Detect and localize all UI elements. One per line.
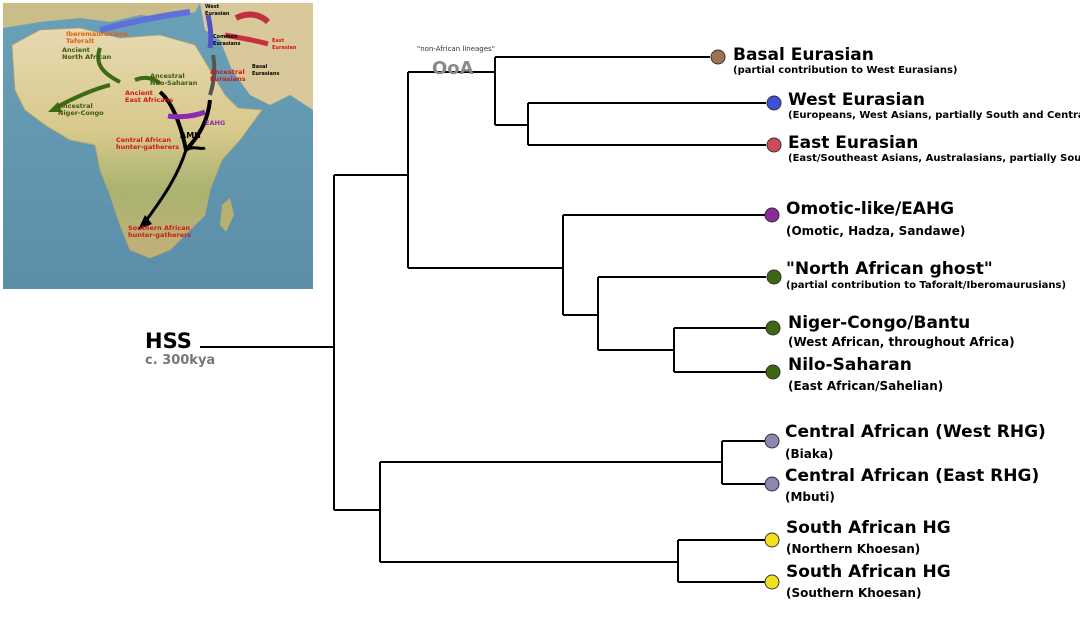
leaf-name: South African HG — [786, 518, 951, 538]
map-arabia — [200, 3, 313, 110]
leaf-name: East Eurasian — [788, 133, 918, 153]
leaf-marker — [766, 137, 782, 153]
leaf-marker — [710, 49, 726, 65]
ooa-note: "non-African lineages" — [417, 45, 495, 53]
leaves: Basal Eurasian(partial contribution to W… — [710, 45, 1080, 600]
leaf-subtitle: (partial contribution to Taforalt/Iberom… — [786, 280, 1066, 291]
leaf-marker — [764, 207, 780, 223]
leaf-subtitle: (East African/Sahelian) — [788, 379, 943, 393]
leaf-name: "North African ghost" — [786, 259, 993, 279]
leaf-name: Omotic-like/EAHG — [786, 199, 954, 219]
leaf-subtitle: (Biaka) — [785, 447, 833, 461]
leaf-name: Central African (West RHG) — [785, 422, 1046, 442]
leaf-marker — [764, 574, 780, 590]
leaf-name: South African HG — [786, 562, 951, 582]
leaf-subtitle: (East/Southeast Asians, Australasians, p… — [788, 153, 1080, 164]
map-label-amh: AMH — [180, 131, 201, 140]
map-europe — [3, 3, 200, 28]
leaf-marker — [764, 532, 780, 548]
leaf-marker — [764, 433, 780, 449]
leaf-subtitle: (partial contribution to West Eurasians) — [733, 65, 958, 76]
leaf-name: Basal Eurasian — [733, 45, 874, 65]
root-label: HSS — [145, 329, 192, 353]
leaf-marker — [766, 269, 782, 285]
leaf-subtitle: (Southern Khoesan) — [786, 586, 921, 600]
leaf-marker — [765, 320, 781, 336]
ooa-label: OoA — [432, 58, 474, 79]
leaf-subtitle: (West African, throughout Africa) — [788, 335, 1015, 349]
leaf-marker — [764, 476, 780, 492]
map-madagascar — [220, 198, 234, 232]
leaf-marker — [766, 95, 782, 111]
leaf-subtitle: (Omotic, Hadza, Sandawe) — [786, 224, 965, 238]
root-date: c. 300kya — [145, 353, 215, 368]
leaf-subtitle: (Europeans, West Asians, partially South… — [788, 110, 1080, 121]
leaf-name: Nilo-Saharan — [788, 355, 912, 375]
leaf-name: West Eurasian — [788, 90, 925, 110]
leaf-subtitle: (Northern Khoesan) — [786, 542, 920, 556]
leaf-marker — [765, 364, 781, 380]
leaf-subtitle: (Mbuti) — [785, 490, 835, 504]
leaf-name: Niger-Congo/Bantu — [788, 313, 970, 333]
leaf-name: Central African (East RHG) — [785, 466, 1039, 486]
map-label-eahg: EAHG — [205, 119, 225, 127]
map-africa — [11, 27, 263, 259]
